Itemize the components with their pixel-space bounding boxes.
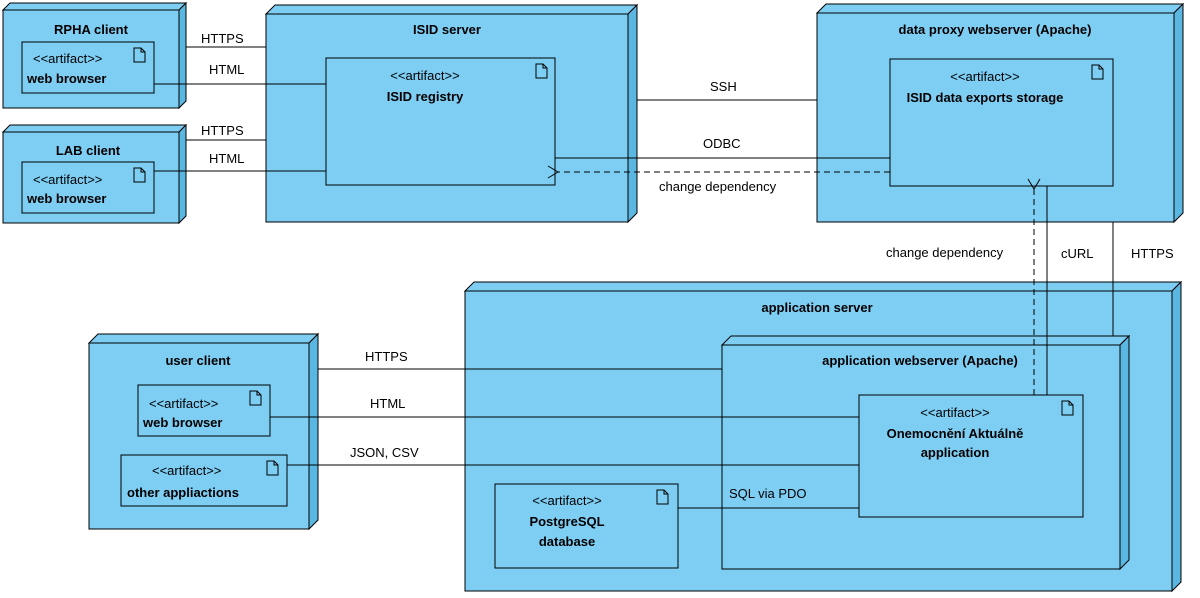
artifact-name: web browser (26, 71, 106, 86)
artifact-stereotype: <<artifact>> (152, 463, 221, 478)
label-lab-https: HTTPS (201, 123, 244, 138)
artifact-stereotype: <<artifact>> (33, 51, 102, 66)
node-rpha-title: RPHA client (54, 22, 129, 37)
label-odbc: ODBC (703, 136, 741, 151)
artifact-stereotype: <<artifact>> (920, 405, 989, 420)
artifact-lab-web-browser: <<artifact>> web browser (21, 161, 155, 214)
document-icon (249, 390, 262, 406)
label-change-dependency-1: change dependency (659, 179, 777, 194)
connections (154, 46, 1114, 509)
artifact-stereotype: <<artifact>> (532, 493, 601, 508)
artifact-isid-data-exports-storage: <<artifact>> ISID data exports storage (889, 58, 1114, 187)
artifact-rpha-web-browser: <<artifact>> web browser (21, 41, 155, 94)
artifact-name: ISID registry (387, 89, 464, 104)
artifact-name: web browser (142, 415, 222, 430)
label-lab-html: HTML (209, 151, 244, 166)
artifact-postgresql-database: <<artifact>> PostgreSQL database (494, 483, 679, 569)
artifact-name-line2: application (921, 445, 990, 460)
label-change-dependency-2: change dependency (886, 245, 1004, 260)
artifact-other-applications: <<artifact>> other appliactions (120, 454, 288, 507)
artifact-stereotype: <<artifact>> (149, 396, 218, 411)
label-curl: cURL (1061, 246, 1094, 261)
artifact-name: ISID data exports storage (907, 90, 1064, 105)
label-sql: SQL via PDO (729, 486, 807, 501)
node-proxy-title: data proxy webserver (Apache) (899, 22, 1092, 37)
label-proxy-https: HTTPS (1131, 246, 1174, 261)
document-icon (656, 489, 669, 505)
node-appweb-title: application webserver (Apache) (822, 353, 1018, 368)
document-icon (266, 460, 279, 476)
artifact-name-line2: database (539, 534, 595, 549)
artifact-stereotype: <<artifact>> (950, 69, 1019, 84)
artifact-stereotype: <<artifact>> (390, 68, 459, 83)
label-user-html: HTML (370, 396, 405, 411)
node-lab-title: LAB client (56, 143, 121, 158)
document-icon (133, 167, 146, 183)
node-user-title: user client (165, 353, 231, 368)
artifact-isid-registry: <<artifact>> ISID registry (325, 57, 556, 186)
document-icon (1061, 400, 1074, 416)
artifact-name-line1: PostgreSQL (529, 514, 604, 529)
artifact-name: web browser (26, 191, 106, 206)
artifact-name-line1: Onemocnění Aktuálně (887, 426, 1024, 441)
node-isid-title: ISID server (413, 22, 481, 37)
artifact-name: other appliactions (127, 485, 239, 500)
document-icon (1091, 64, 1104, 80)
label-rpha-https: HTTPS (201, 31, 244, 46)
document-icon (133, 47, 146, 63)
label-json-csv: JSON, CSV (350, 445, 419, 460)
artifact-onemocneni-aktualne: <<artifact>> Onemocnění Aktuálně applica… (858, 394, 1084, 518)
label-ssh: SSH (710, 79, 737, 94)
artifact-user-web-browser: <<artifact>> web browser (137, 384, 271, 437)
label-rpha-html: HTML (209, 62, 244, 77)
label-user-https: HTTPS (365, 349, 408, 364)
document-icon (535, 63, 548, 79)
artifact-stereotype: <<artifact>> (33, 172, 102, 187)
node-appserver-title: application server (761, 300, 872, 315)
